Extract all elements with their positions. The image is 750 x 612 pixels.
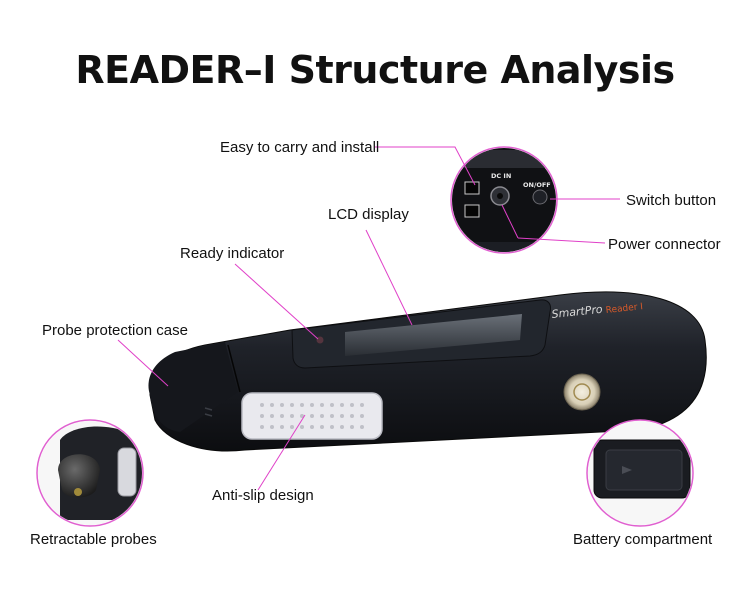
label-battery: Battery compartment bbox=[573, 531, 713, 548]
coin-sticker bbox=[563, 373, 601, 411]
leader-easy-carry bbox=[375, 146, 476, 186]
leader-probe-case bbox=[117, 339, 169, 387]
detail-circle-probe bbox=[36, 419, 144, 527]
label-lcd-display: LCD display bbox=[328, 206, 409, 223]
grip-dots bbox=[260, 403, 364, 429]
dc-in-label: DC IN bbox=[491, 172, 511, 180]
probe-protection-case bbox=[148, 342, 238, 432]
leader-power-connector-a bbox=[501, 204, 519, 239]
brand-text: SmartPro bbox=[551, 303, 604, 321]
label-easy-carry: Easy to carry and install bbox=[220, 139, 380, 156]
leader-anti-slip bbox=[257, 414, 306, 491]
label-retractable-probes: Retractable probes bbox=[30, 531, 157, 548]
label-ready-indicator: Ready indicator bbox=[180, 245, 285, 262]
detail-circle-ports: DC IN ON/OFF bbox=[450, 146, 558, 254]
label-probe-case: Probe protection case bbox=[42, 322, 188, 339]
reader-device: SmartPro Reader I bbox=[148, 291, 707, 452]
detail-circle-battery bbox=[586, 419, 694, 527]
label-anti-slip: Anti-slip design bbox=[212, 487, 314, 504]
label-switch-button: Switch button bbox=[626, 192, 717, 209]
on-off-label: ON/OFF bbox=[523, 181, 551, 189]
ready-indicator-led bbox=[316, 336, 324, 344]
leader-lines bbox=[117, 146, 620, 491]
leader-ready bbox=[234, 263, 319, 340]
leader-lcd bbox=[365, 229, 413, 326]
label-power-connector: Power connector bbox=[608, 236, 721, 253]
model-text: Reader I bbox=[605, 302, 643, 316]
page-title: READER–I Structure Analysis bbox=[75, 48, 675, 92]
lcd-screen bbox=[345, 314, 522, 356]
leader-power-connector-b bbox=[517, 237, 606, 244]
